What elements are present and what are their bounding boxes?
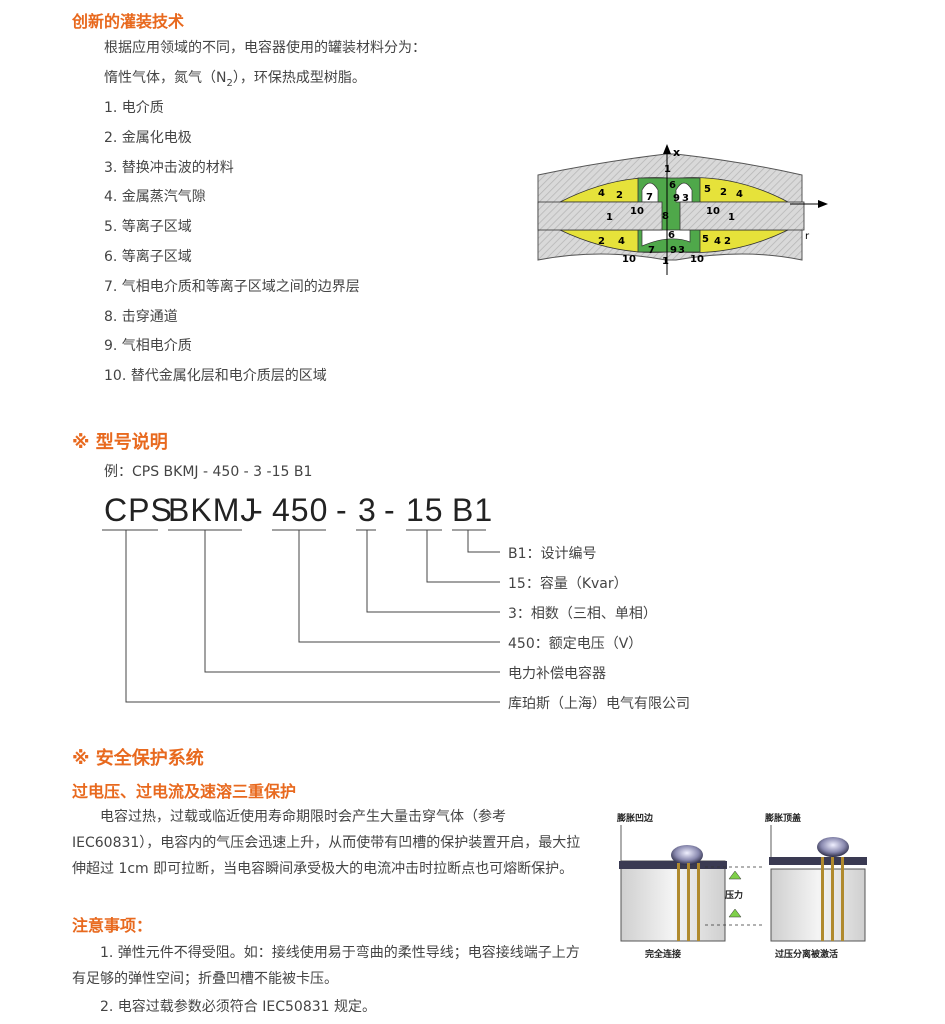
model-dash-2: - (336, 492, 348, 528)
list-item: 7. 气相电介质和等离子区域之间的边界层 (104, 278, 360, 295)
svg-text:3: 3 (682, 193, 689, 204)
model-dash-3: - (384, 492, 396, 528)
legend-15: 15：容量（Kvar） (508, 576, 628, 592)
model-part-450: 450 (272, 492, 329, 528)
svg-text:9: 9 (673, 193, 680, 204)
model-part-cps: CPS (104, 492, 173, 528)
svg-text:10: 10 (622, 254, 636, 265)
intro-sub: 2 (226, 77, 233, 89)
legend-bkmj: 电力补偿电容器 (508, 666, 606, 682)
svg-text:2: 2 (598, 236, 605, 247)
label-pressure: 压力 (725, 889, 743, 901)
list-item: 4. 金属蒸汽气隙 (104, 189, 206, 206)
section-title-safety: ※ 安全保护系统 (72, 748, 204, 769)
material-list: 1. 电介质 2. 金属化电极 3. 替换冲击波的材料 4. 金属蒸汽气隙 5.… (104, 98, 360, 396)
section-title-filling-tech: 创新的灌装技术 (72, 12, 185, 31)
list-item: 6. 等离子区域 (104, 248, 192, 265)
list-item: 5. 等离子区域 (104, 219, 192, 236)
safety-paragraph: 电容过热，过载或临近使用寿命期限时会产生大量击穿气体（参考IEC60831），电… (72, 809, 581, 877)
list-item: 3. 替换冲击波的材料 (104, 159, 234, 176)
model-part-bkmj: BKMJ (168, 492, 258, 528)
svg-text:10: 10 (630, 206, 644, 217)
notes-title: 注意事项： (72, 916, 153, 935)
svg-text:1: 1 (728, 212, 735, 223)
svg-text:5: 5 (702, 234, 709, 245)
svg-text:3: 3 (678, 245, 685, 256)
legend-3: 3：相数（三相、单相） (508, 606, 657, 622)
list-item: 8. 击穿通道 (104, 308, 178, 325)
axis-x-label: x (673, 146, 680, 159)
label-expansion-groove: 膨胀凹边 (616, 812, 654, 824)
list-item: 2. 金属化电极 (104, 129, 192, 146)
svg-text:2: 2 (724, 236, 731, 247)
svg-text:1: 1 (662, 256, 669, 267)
intro-line-1: 根据应用领域的不同，电容器使用的罐装材料分为： (104, 40, 426, 56)
label-expansion-cap: 膨胀顶盖 (764, 812, 801, 824)
overpressure-protection-figure: 膨胀凹边 膨胀顶盖 压力 完全连接 过压分离被激活 (616, 812, 867, 960)
svg-text:1: 1 (606, 212, 613, 223)
note-2: 2. 电容过载参数必须符合 IEC50831 规定。 (100, 999, 376, 1015)
svg-text:7: 7 (648, 245, 655, 256)
svg-text:5: 5 (704, 184, 711, 195)
svg-text:4: 4 (714, 236, 721, 247)
model-dash-1: - (252, 492, 264, 528)
model-example: 例：CPS BKMJ - 450 - 3 -15 B1 (104, 464, 313, 480)
label-full-connection: 完全连接 (645, 948, 681, 960)
svg-text:9: 9 (670, 245, 677, 256)
svg-text:6: 6 (669, 180, 676, 191)
svg-text:6: 6 (668, 230, 675, 241)
legend-cps: 库珀斯（上海）电气有限公司 (508, 696, 690, 712)
label-overpressure-activated: 过压分离被激活 (775, 948, 838, 960)
note-1: 1. 弹性元件不得受阻。如：接线使用易于弯曲的柔性导线；电容接线端子上方有足够的… (72, 945, 580, 987)
svg-text:2: 2 (616, 190, 623, 201)
model-part-15: 15 (406, 492, 444, 528)
svg-text:10: 10 (706, 206, 720, 217)
svg-text:7: 7 (646, 192, 653, 203)
svg-text:4: 4 (618, 236, 625, 247)
intro-line-2b: ），环保热成型树脂。 (232, 70, 366, 86)
list-item: 9. 气相电介质 (104, 338, 192, 355)
legend-b1: B1：设计编号 (508, 546, 597, 562)
axis-r-label: r (805, 231, 810, 242)
svg-text:4: 4 (598, 188, 605, 199)
model-part-b1: B1 (452, 492, 494, 528)
list-item: 10. 替代金属化层和电介质层的区域 (104, 368, 327, 385)
section-title-model: ※ 型号说明 (72, 432, 168, 453)
model-part-3: 3 (358, 492, 377, 528)
list-item: 1. 电介质 (104, 100, 164, 116)
legend-450: 450：额定电压（V） (508, 636, 643, 652)
intro-line-2: 惰性气体，氮气（N2），环保热成型树脂。 (104, 68, 366, 94)
svg-text:2: 2 (720, 187, 727, 198)
subtitle-triple-protection: 过电压、过电流及速溶三重保护 (72, 782, 297, 801)
svg-text:10: 10 (690, 254, 704, 265)
svg-text:8: 8 (662, 211, 669, 222)
svg-text:4: 4 (736, 189, 743, 200)
intro-line-2a: 惰性气体，氮气（N (104, 70, 227, 86)
svg-text:1: 1 (664, 164, 671, 175)
